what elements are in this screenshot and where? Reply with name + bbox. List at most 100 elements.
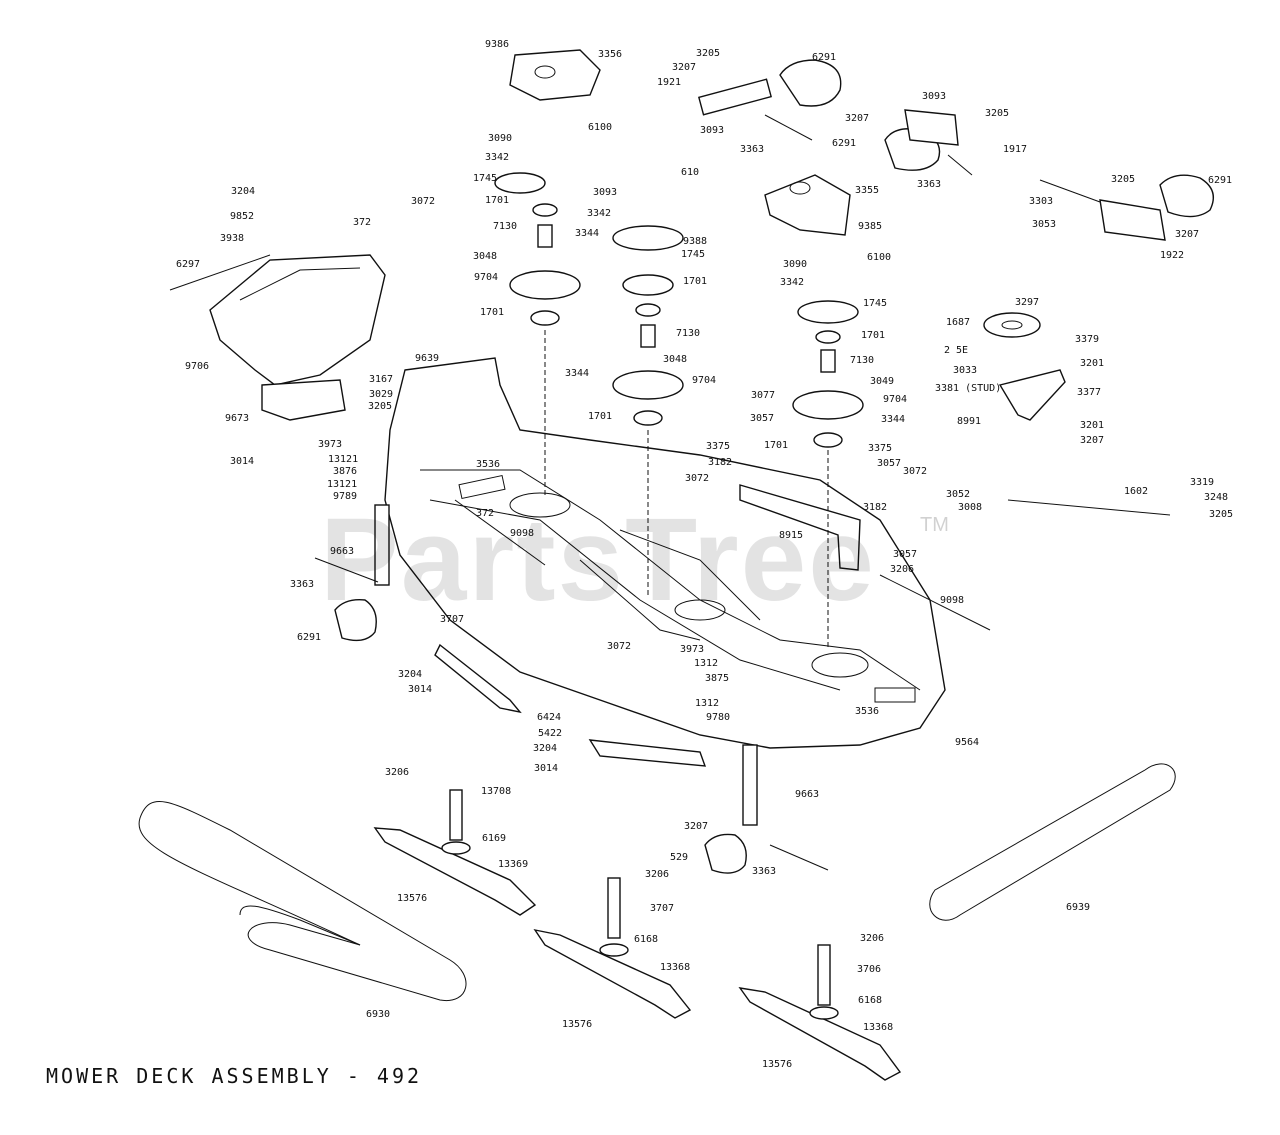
part-callout-label: 3072 [411, 196, 435, 207]
part-callout-label: 9385 [858, 221, 882, 232]
part-callout-label: 6291 [832, 138, 856, 149]
part-callout-label: 13121 [327, 479, 357, 490]
part-callout-label: 6168 [634, 934, 658, 945]
spindle-left [494, 172, 581, 326]
part-callout-label: 6291 [812, 52, 836, 63]
part-callout-label: 3206 [890, 564, 914, 575]
part-callout-label: 3093 [593, 187, 617, 198]
part-callout-label: 3207 [672, 62, 696, 73]
part-callout-label: 1687 [946, 317, 970, 328]
part-callout-label: 3706 [857, 964, 881, 975]
part-callout-label: 6100 [867, 252, 891, 263]
part-callout-label: 3536 [476, 459, 500, 470]
part-callout-label: 3342 [485, 152, 509, 163]
part-callout-label: 3876 [333, 466, 357, 477]
belt-6930 [138, 801, 467, 1001]
part-callout-label: 6291 [297, 632, 321, 643]
part-callout-label: 372 [476, 508, 494, 519]
gauge-wheel-mid [884, 109, 959, 171]
part-callout-label: 3093 [700, 125, 724, 136]
part-callout-label: 6100 [588, 122, 612, 133]
part-callout-label: 3182 [708, 457, 732, 468]
part-callout-label: 8915 [779, 530, 803, 541]
watermark: PartsTree [320, 494, 876, 626]
part-callout-label: 3205 [696, 48, 720, 59]
idler-pulley [983, 312, 1066, 421]
part-callout-label: 1745 [681, 249, 705, 260]
part-callout-label: 7130 [850, 355, 874, 366]
part-callout-label: 1701 [588, 411, 612, 422]
part-callout-label: 3205 [1111, 174, 1135, 185]
gauge-wheel-lower-left [334, 504, 390, 642]
part-callout-label: 1745 [473, 173, 497, 184]
part-callout-label: 1602 [1124, 486, 1148, 497]
part-callout-label: 1701 [683, 276, 707, 287]
blade-left [373, 789, 537, 916]
spindle-center [612, 225, 684, 426]
part-callout-label: 3356 [598, 49, 622, 60]
part-callout-label: 13576 [562, 1019, 592, 1030]
part-callout-label: 3207 [1175, 229, 1199, 240]
part-callout-label: 3207 [845, 113, 869, 124]
part-callout-label: 3204 [398, 669, 422, 680]
spindle-right [792, 300, 864, 448]
part-callout-label: 3093 [922, 91, 946, 102]
part-callout-label: 3204 [231, 186, 255, 197]
part-callout-label: 9780 [706, 712, 730, 723]
part-callout-label: 3205 [985, 108, 1009, 119]
part-callout-label: 3167 [369, 374, 393, 385]
part-callout-label: 1745 [863, 298, 887, 309]
part-callout-label: 1917 [1003, 144, 1027, 155]
part-callout-label: 13369 [498, 859, 528, 870]
part-callout-label: 610 [681, 167, 699, 178]
part-callout-label: 7130 [493, 221, 517, 232]
part-callout-label: 3072 [607, 641, 631, 652]
part-callout-label: 3381 (STUD) [935, 383, 1001, 394]
part-callout-label: 3057 [750, 413, 774, 424]
part-callout-label: 6297 [176, 259, 200, 270]
part-callout-label: 3973 [318, 439, 342, 450]
part-callout-label: 6291 [1208, 175, 1232, 186]
part-callout-label: 9386 [485, 39, 509, 50]
part-callout-label: 9098 [940, 595, 964, 606]
part-callout-label: 9673 [225, 413, 249, 424]
diagram-title: MOWER DECK ASSEMBLY - 492 [46, 1064, 423, 1088]
part-callout-label: 13708 [481, 786, 511, 797]
part-callout-label: 6168 [858, 995, 882, 1006]
part-callout-label: 3379 [1075, 334, 1099, 345]
part-callout-label: 3297 [1015, 297, 1039, 308]
part-callout-label: 3303 [1029, 196, 1053, 207]
part-callout-label: 3205 [1209, 509, 1233, 520]
belt-cover-right [764, 174, 851, 236]
part-callout-label: 3707 [440, 614, 464, 625]
part-callout-label: 13576 [397, 893, 427, 904]
part-callout-label: 1921 [657, 77, 681, 88]
part-callout-label: 3319 [1190, 477, 1214, 488]
blade-right [738, 944, 902, 1081]
part-callout-label: 3090 [783, 259, 807, 270]
belt-6939 [929, 763, 1176, 921]
part-callout-label: 372 [353, 217, 371, 228]
part-callout-label: 3973 [680, 644, 704, 655]
part-callout-label: 3014 [230, 456, 254, 467]
part-callout-label: 3072 [685, 473, 709, 484]
part-callout-label: 1701 [861, 330, 885, 341]
part-callout-label: 3072 [903, 466, 927, 477]
part-callout-label: 3342 [780, 277, 804, 288]
part-callout-label: 3355 [855, 185, 879, 196]
part-callout-label: 9564 [955, 737, 979, 748]
part-callout-label: 3077 [751, 390, 775, 401]
part-callout-label: 3204 [533, 743, 557, 754]
part-callout-label: 3536 [855, 706, 879, 717]
part-callout-label: 3342 [587, 208, 611, 219]
part-callout-label: 7130 [676, 328, 700, 339]
part-callout-label: 3048 [663, 354, 687, 365]
part-callout-label: 9704 [474, 272, 498, 283]
watermark-trademark: TM [920, 514, 949, 536]
part-callout-label: 6939 [1066, 902, 1090, 913]
part-callout-label: 3344 [881, 414, 905, 425]
part-callout-label: 9663 [330, 546, 354, 557]
part-callout-label: 9663 [795, 789, 819, 800]
